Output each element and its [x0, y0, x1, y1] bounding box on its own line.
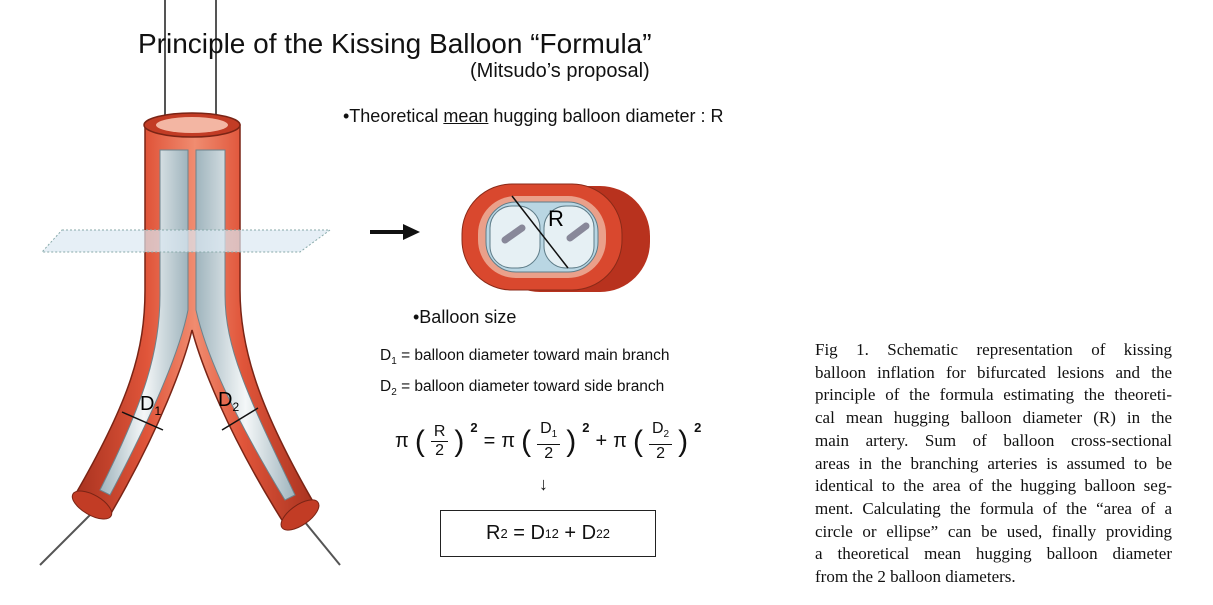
- cross-section-plane: [40, 229, 332, 253]
- caption-line: cal mean hugging balloon diameter (R) in…: [815, 408, 1172, 428]
- caption-line: main artery. Sum of balloon cross-sectio…: [815, 430, 1172, 450]
- figure-subtitle: (Mitsudo’s proposal): [470, 60, 650, 82]
- caption-line: a theoretical mean hugging balloon diame…: [815, 544, 1172, 564]
- balloon-size-heading: •Balloon size: [413, 307, 517, 327]
- caption-line: areas in the branching arteries is assum…: [815, 453, 1172, 473]
- caption-line: identical to the area of the hugging bal…: [815, 476, 1172, 496]
- cross-section-r-label: R: [548, 206, 564, 231]
- figure-title: Principle of the Kissing Balloon “Formul…: [138, 28, 652, 59]
- theo-prefix: •Theoretical: [343, 106, 444, 126]
- theo-suffix: hugging balloon diameter : R: [488, 106, 724, 126]
- down-arrow-icon: ↓: [539, 474, 548, 494]
- d1-definition: D1 = balloon diameter toward main branch: [380, 347, 670, 368]
- d2-label: D2: [218, 389, 239, 414]
- caption-line: circle or ellipse” can be used, finally …: [815, 521, 1172, 541]
- caption-line: ment. Calculating the formula of the “ar…: [815, 498, 1172, 518]
- right-arrow-icon: [370, 224, 420, 240]
- cross-section-view: [461, 183, 650, 292]
- d1-label: D1: [140, 393, 161, 418]
- caption-line: from the 2 balloon diameters.: [815, 567, 1016, 587]
- caption-line: principle of the formula estimating the …: [815, 385, 1172, 405]
- artery-vessel: [71, 112, 320, 531]
- theoretical-diameter-text: •Theoretical mean hugging balloon diamet…: [343, 106, 724, 127]
- diameter-arrows: [121, 407, 259, 431]
- figure-caption: Fig 1. Schematic representation of kissi…: [815, 339, 1172, 589]
- caption-line: balloon inflation for bifurcated lesions…: [815, 362, 1172, 382]
- theo-underlined: mean: [443, 106, 489, 126]
- caption-line: Fig 1. Schematic representation of kissi…: [815, 340, 1172, 359]
- d2-definition: D2 = balloon diameter toward side branch: [380, 378, 665, 399]
